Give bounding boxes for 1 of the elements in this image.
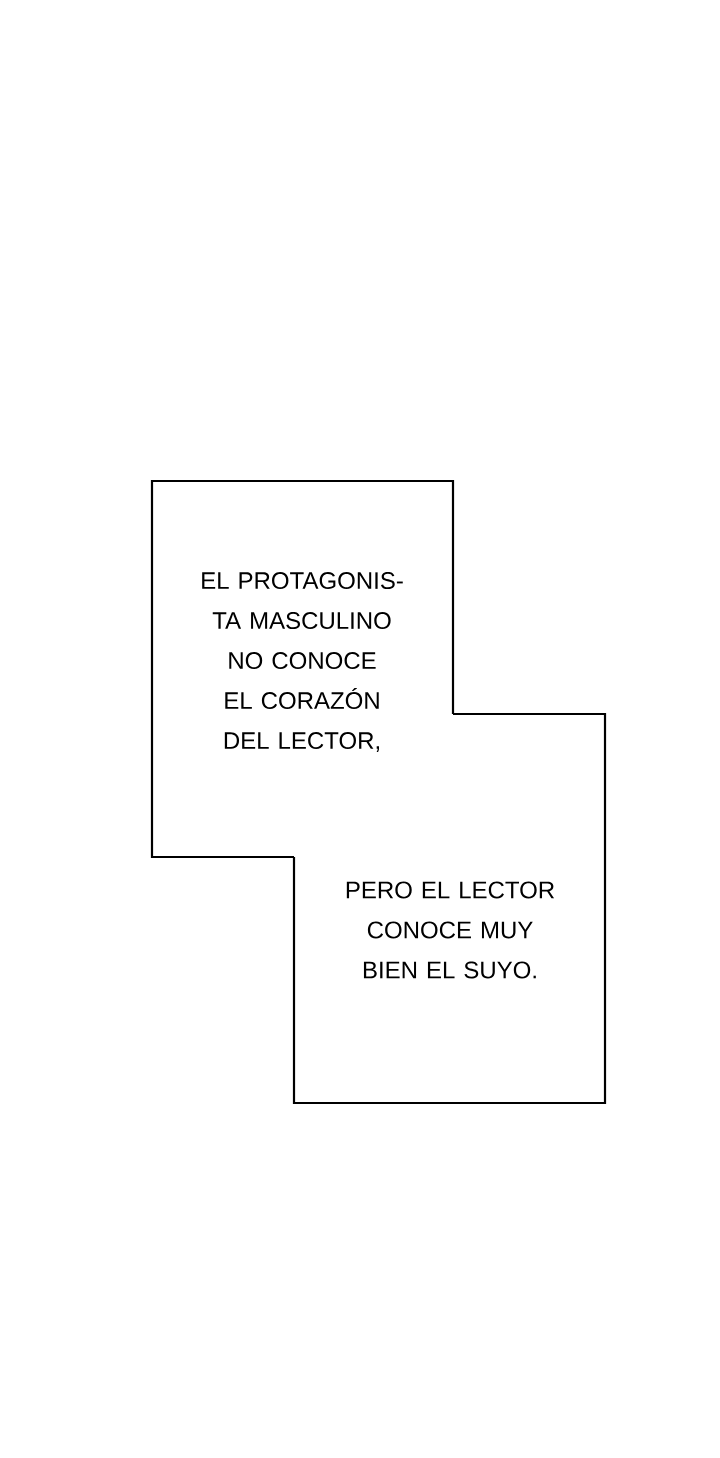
caption-box: EL PROTAGONIS- TA MASCULINO NO CONOCE EL CORAZÓN DEL LECTOR,	[150, 479, 455, 859]
